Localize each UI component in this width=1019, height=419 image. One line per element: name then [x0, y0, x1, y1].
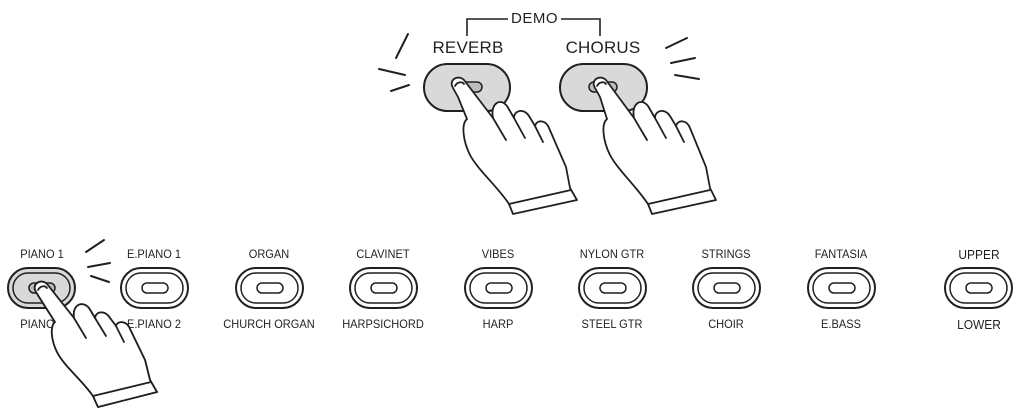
voice-label-top: CLAVINET — [356, 247, 410, 261]
voice-label-bottom: CHURCH ORGAN — [223, 317, 315, 331]
voice-led — [713, 282, 741, 294]
voice-label-top: E.PIANO 1 — [127, 247, 181, 261]
hand-pointer-icon — [450, 76, 578, 215]
voice-label-top: FANTASIA — [814, 247, 868, 261]
hand-pointer-icon — [592, 76, 717, 215]
voice-button-clavinet[interactable] — [349, 267, 418, 309]
voice-button-guitar[interactable] — [578, 267, 647, 309]
split-button[interactable] — [944, 267, 1013, 309]
voice-label-top: PIANO 1 — [20, 247, 64, 261]
voice-led — [828, 282, 856, 294]
lower-label: LOWER — [957, 317, 1001, 332]
voice-label-top: STRINGS — [701, 247, 751, 261]
chorus-press-rays — [665, 37, 700, 80]
voice-label-bottom: E.PIANO 2 — [127, 317, 181, 331]
voice-label-bottom: HARP — [482, 317, 514, 331]
voice-label-bottom: PIANO 2 — [20, 317, 64, 331]
voice-label-top: ORGAN — [248, 247, 290, 261]
demo-bracket — [466, 18, 601, 36]
voice-label-bottom: CHOIR — [708, 317, 744, 331]
demo-label: DEMO — [508, 10, 561, 27]
voice-button-e-piano[interactable] — [120, 267, 189, 309]
voice-label-top: NYLON GTR — [579, 247, 645, 261]
voice-led — [256, 282, 284, 294]
voice-led — [485, 282, 513, 294]
voice-label-top: VIBES — [481, 247, 515, 261]
voice-led — [370, 282, 398, 294]
chorus-label: CHORUS — [565, 38, 641, 57]
voice-led — [599, 282, 627, 294]
voice-button-fantasia[interactable] — [807, 267, 876, 309]
voice-label-bottom: E.BASS — [821, 317, 861, 331]
voice-led — [141, 282, 169, 294]
voice-button-strings[interactable] — [692, 267, 761, 309]
voice-label-bottom: STEEL GTR — [581, 317, 643, 331]
reverb-label: REVERB — [432, 38, 504, 57]
voice-label-bottom: HARPSICHORD — [342, 317, 424, 331]
voice-button-row — [7, 267, 1013, 309]
voice-led — [965, 282, 993, 294]
voice-button-vibes[interactable] — [464, 267, 533, 309]
voice-button-organ[interactable] — [235, 267, 304, 309]
upper-label: UPPER — [958, 247, 1000, 262]
reverb-press-rays — [378, 33, 410, 92]
